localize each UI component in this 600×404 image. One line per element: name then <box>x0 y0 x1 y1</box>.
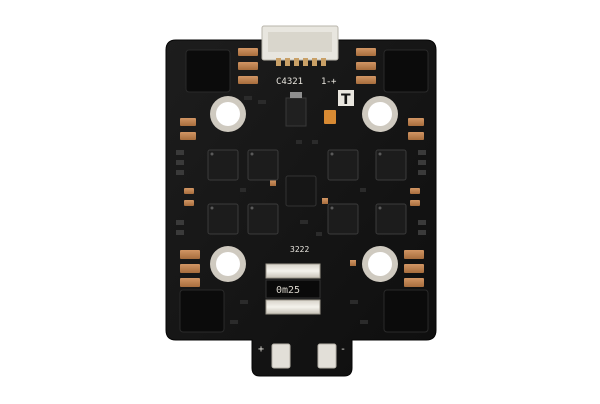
voltage-regulator <box>285 97 307 127</box>
pad-plus-symbol: + <box>258 344 264 355</box>
side-components <box>176 150 426 235</box>
chip-label: 3222 <box>290 245 309 254</box>
mcu-chip <box>285 175 317 207</box>
chip-pin-dots <box>210 152 382 210</box>
connector-label: C4321 <box>276 77 303 87</box>
pad-minus-symbol: - <box>340 344 346 355</box>
connector-pin-1: 1 <box>321 77 326 87</box>
mosfet-chips <box>207 149 407 235</box>
connector-pin-minus: - <box>326 77 331 87</box>
jst-connector <box>261 25 339 66</box>
mounting-holes <box>210 96 398 282</box>
motor-pads <box>179 49 429 333</box>
brand-logo: T <box>338 90 354 108</box>
power-pads <box>271 343 337 369</box>
resistor-marking: 0m25 <box>276 285 300 296</box>
copper-pads <box>180 48 424 287</box>
svg-text:T: T <box>341 92 351 108</box>
passive-components <box>230 96 368 324</box>
shunt-resistor-bottom <box>265 299 321 315</box>
shunt-resistor-top <box>265 263 321 279</box>
regulator-tab <box>290 92 302 98</box>
connector-pin-plus: + <box>331 77 337 87</box>
current-sense-chip <box>265 279 321 299</box>
